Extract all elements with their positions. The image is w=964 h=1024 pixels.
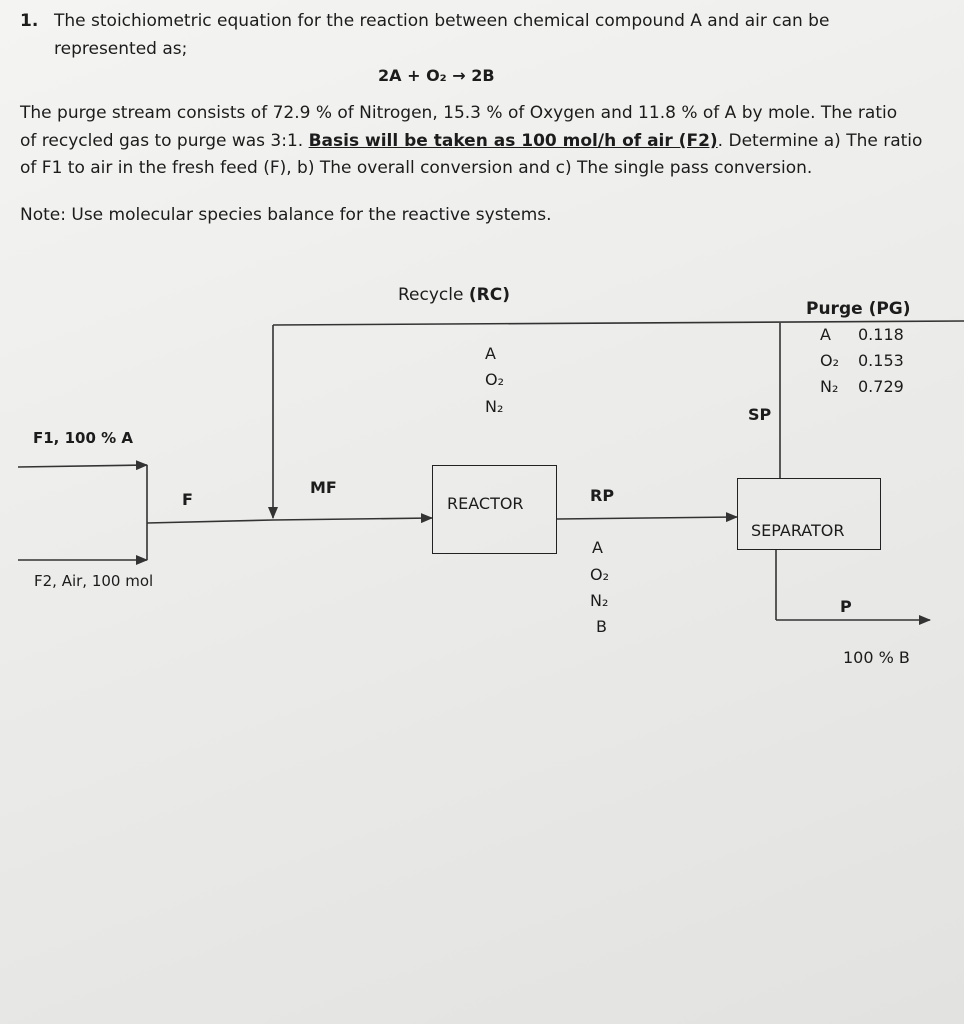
question-number: 1. — [20, 11, 39, 31]
p-label: P — [840, 597, 852, 616]
reactor-label: REACTOR — [447, 494, 524, 513]
rp-component-a: A — [592, 538, 603, 557]
f1-label-text: F1, 100 % A — [33, 429, 133, 447]
recycle-component-n2: N₂ — [485, 397, 504, 416]
f2-label: F2, Air, 100 mol — [34, 572, 154, 590]
splitter-label: SP — [748, 405, 772, 424]
rp-label: RP — [590, 486, 615, 505]
reactor-box — [432, 465, 557, 554]
mf-label: MF — [310, 478, 337, 497]
paragraph-line-2: of recycled gas to purge was 3:1. Basis … — [20, 128, 922, 154]
recycle-tag: (RC) — [468, 285, 510, 305]
mf-arrow — [272, 513, 433, 524]
paragraph-line-2-suffix: . Determine a) The ratio — [717, 131, 923, 151]
separator-box — [737, 478, 881, 550]
reaction-equation: 2A + O₂ → 2B — [378, 66, 495, 85]
recycle-text: Recycle — [398, 285, 469, 305]
purge-title: Purge (PG) — [806, 299, 911, 319]
rp-arrow — [556, 512, 738, 523]
purge-fraction-a: 0.118 — [858, 325, 904, 344]
purge-species-o2: O₂ — [820, 351, 840, 370]
separator-label: SEPARATOR — [751, 521, 845, 540]
purge-species-a: A — [820, 325, 831, 344]
purge-species-n2: N₂ — [820, 377, 839, 396]
product-label: 100 % B — [843, 648, 910, 667]
recycle-component-a: A — [485, 344, 496, 363]
f-line — [146, 519, 274, 524]
rp-component-o2: O₂ — [590, 565, 610, 584]
recycle-component-o2: O₂ — [485, 370, 505, 389]
recycle-label: Recycle (RC) — [398, 285, 510, 305]
basis-statement: Basis will be taken as 100 mol/h of air … — [308, 131, 718, 151]
rp-component-b: B — [596, 617, 607, 636]
paragraph-line-3: of F1 to air in the fresh feed (F), b) T… — [20, 158, 813, 178]
recycle-line — [272, 320, 964, 326]
question-line-2: represented as; — [54, 39, 188, 59]
paragraph-line-1: The purge stream consists of 72.9 % of N… — [20, 103, 898, 123]
f-label: F — [182, 490, 193, 509]
f1-arrow — [17, 460, 148, 471]
question-line-1: The stoichiometric equation for the reac… — [54, 11, 830, 31]
f1-label: F1, 100 % A — [33, 429, 133, 447]
paragraph-line-2-prefix: of recycled gas to purge was 3:1. — [20, 131, 309, 151]
purge-fraction-n2: 0.729 — [858, 377, 904, 396]
purge-fraction-o2: 0.153 — [858, 351, 904, 370]
rp-component-n2: N₂ — [590, 591, 609, 610]
note-text: Note: Use molecular species balance for … — [20, 205, 552, 225]
